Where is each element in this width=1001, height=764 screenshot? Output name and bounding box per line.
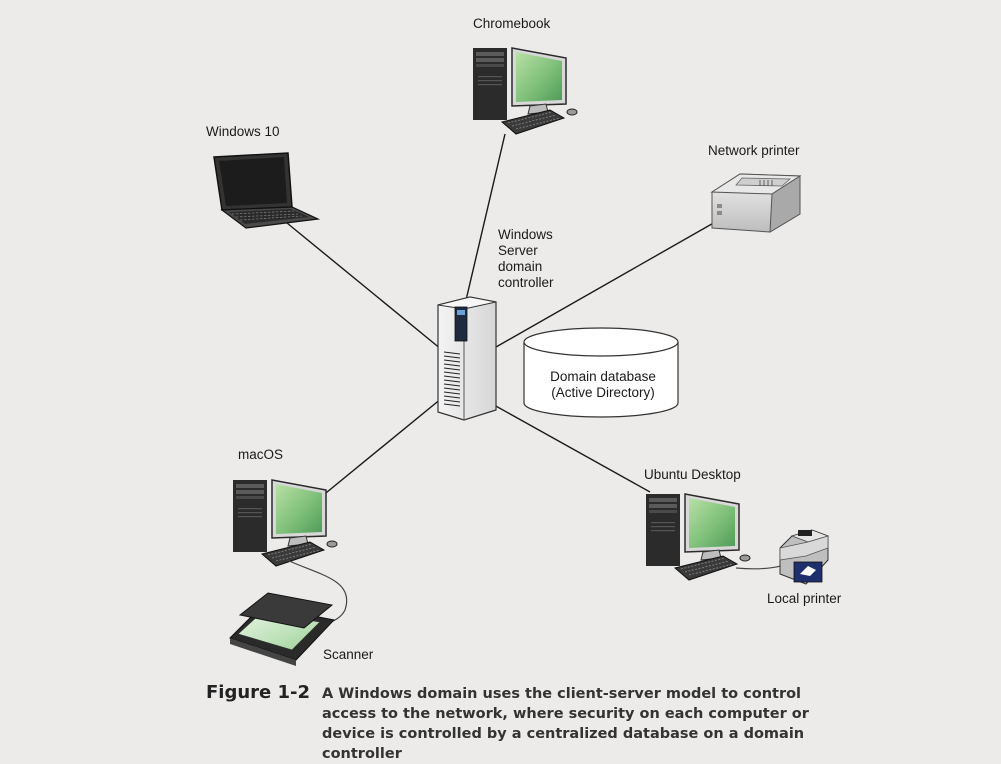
flatbed-scanner-icon bbox=[229, 592, 335, 666]
database-label-line2: (Active Directory) bbox=[551, 385, 655, 400]
chromebook-label: Chromebook bbox=[473, 16, 551, 31]
inkjet-printer-icon bbox=[779, 529, 830, 585]
ubuntu-label: Ubuntu Desktop bbox=[644, 467, 741, 482]
network-printer-label: Network printer bbox=[708, 143, 800, 158]
server-label-line3: domain bbox=[498, 259, 543, 274]
network-printer-icon bbox=[710, 173, 802, 233]
link-network-printer bbox=[495, 220, 718, 348]
server-label-line1: Windows bbox=[498, 227, 553, 242]
laptop-icon bbox=[213, 152, 321, 229]
link-ubuntu bbox=[493, 404, 651, 493]
database-label: Domain database (Active Directory) bbox=[538, 369, 668, 401]
chromebook-computer-icon bbox=[472, 47, 578, 135]
windows10-label: Windows 10 bbox=[206, 124, 280, 139]
connection-lines bbox=[286, 133, 718, 498]
macos-label: macOS bbox=[238, 447, 284, 462]
figure-text: A Windows domain uses the client-server … bbox=[322, 686, 809, 762]
link-windows10 bbox=[286, 222, 459, 364]
scanner-label: Scanner bbox=[323, 647, 374, 662]
local-printer-label: Local printer bbox=[767, 591, 842, 606]
macos-computer-icon bbox=[232, 479, 338, 567]
link-macos bbox=[320, 388, 454, 498]
server-label-line4: controller bbox=[498, 275, 554, 290]
server-label-line2: Server bbox=[498, 243, 538, 258]
server-label: Windows Server domain controller bbox=[498, 227, 554, 291]
ubuntu-computer-icon bbox=[645, 493, 751, 581]
figure-number: Figure 1-2 bbox=[206, 682, 311, 703]
database-label-line1: Domain database bbox=[550, 369, 656, 384]
database-cylinder-icon bbox=[523, 327, 679, 418]
server-tower-icon bbox=[437, 296, 497, 421]
